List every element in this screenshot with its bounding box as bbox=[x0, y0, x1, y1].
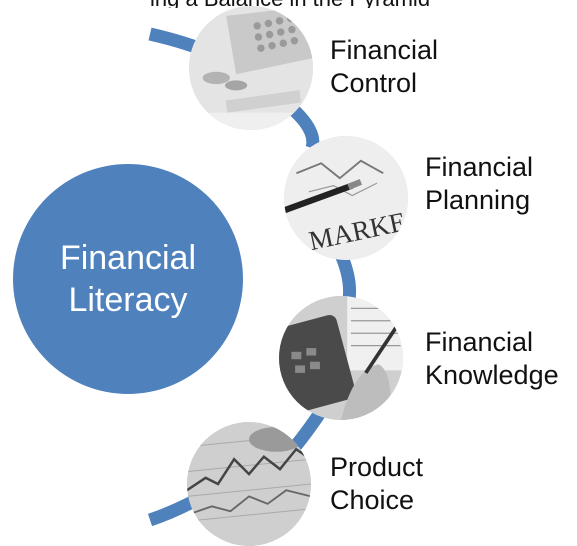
header-fragment: ing a Balance in the Pyramid bbox=[0, 0, 577, 8]
label-financial-control: Financial Control bbox=[330, 35, 439, 98]
hub-label: Financial Literacy bbox=[59, 239, 197, 319]
label-financial-knowledge: Financial Knowledge bbox=[425, 327, 559, 390]
calculator-hand-photo bbox=[279, 296, 403, 420]
label-financial-planning: Financial Planning bbox=[425, 152, 534, 215]
market-newspaper-photo: MARKE bbox=[284, 136, 408, 260]
label-product-choice: Product Choice bbox=[330, 452, 424, 515]
stock-chart-photo bbox=[187, 422, 311, 546]
calculator-coins-photo bbox=[189, 6, 313, 130]
financial-literacy-circle: Financial Literacy bbox=[13, 164, 243, 394]
